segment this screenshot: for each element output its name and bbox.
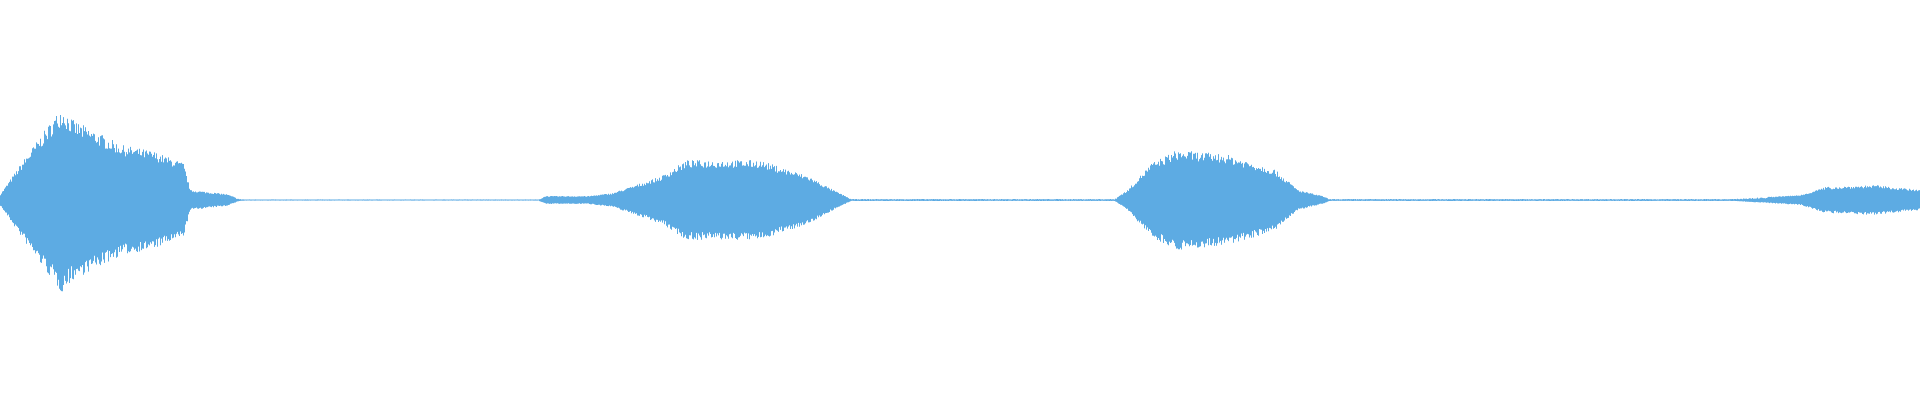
waveform-signal [0,115,1920,292]
